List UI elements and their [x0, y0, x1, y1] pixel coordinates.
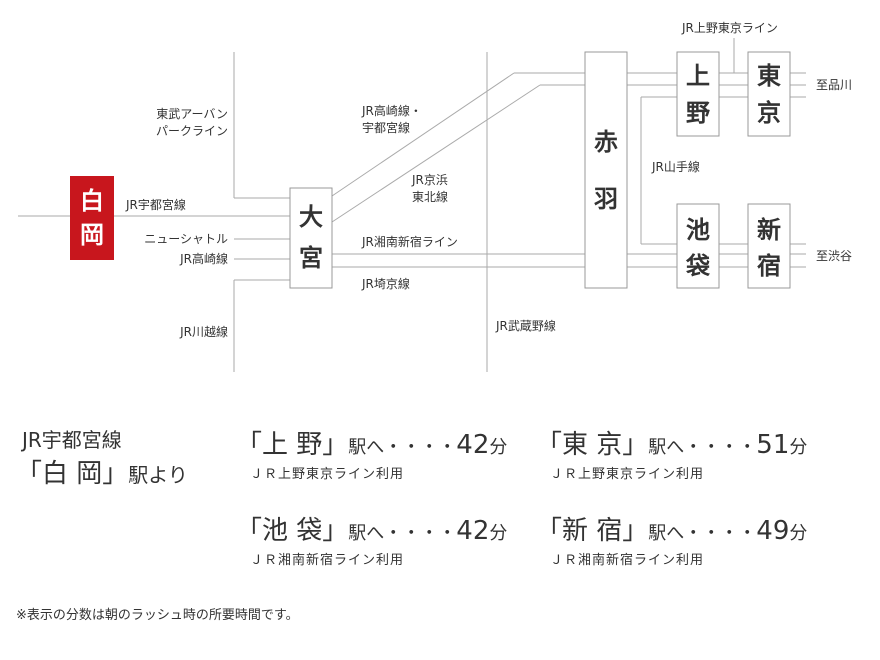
label-tobu-1: 東武アーバン [156, 107, 228, 121]
via-ikebukuro: ＪＲ湘南新宿ライン利用 [250, 553, 405, 568]
svg-text:上: 上 [686, 62, 710, 90]
minutes-tokyo: 51 [756, 430, 790, 460]
label-to-shibuya: 至渋谷 [816, 249, 852, 263]
station-tokyo[interactable]: 東 京 [747, 51, 791, 137]
origin-station-name: 白 岡 [42, 459, 103, 489]
minutes-shinjuku: 49 [756, 516, 790, 546]
footnote: ※表示の分数は朝のラッシュ時の所要時間です。 [16, 608, 299, 623]
destination-ueno: 「上 野」駅へ・・・・42分 ＪＲ上野東京ライン利用 [236, 430, 508, 482]
label-utsunomiya: JR宇都宮線 [125, 197, 186, 212]
svg-text:宿: 宿 [757, 252, 781, 280]
svg-text:岡: 岡 [80, 221, 104, 249]
via-ueno: ＪＲ上野東京ライン利用 [250, 467, 405, 482]
svg-text:赤: 赤 [594, 128, 618, 156]
label-tobu-2: パークライン [156, 124, 228, 138]
origin-station: 「白 岡」駅より [16, 459, 188, 489]
svg-text:宮: 宮 [299, 244, 323, 272]
origin-line: JR宇都宮線 [22, 428, 122, 452]
via-tokyo: ＪＲ上野東京ライン利用 [550, 467, 705, 482]
minutes-ueno: 42 [456, 430, 490, 460]
station-omiya[interactable]: 大 宮 [289, 187, 333, 289]
label-to-shinagawa: 至品川 [816, 78, 852, 92]
svg-text:白: 白 [80, 187, 104, 215]
svg-text:大: 大 [299, 203, 323, 231]
destination-ikebukuro: 「池 袋」駅へ・・・・42分 ＪＲ湘南新宿ライン利用 [236, 516, 508, 568]
station-shinjuku[interactable]: 新 宿 [747, 203, 791, 289]
svg-text:東: 東 [757, 62, 781, 90]
svg-text:羽: 羽 [594, 185, 618, 213]
svg-text:新: 新 [757, 216, 781, 244]
station-ikebukuro[interactable]: 池 袋 [676, 203, 720, 289]
label-takasaki-utsunomiya-2: 宇都宮線 [362, 120, 410, 135]
svg-text:池: 池 [686, 216, 710, 244]
label-takasaki-utsunomiya-1: JR高崎線・ [361, 103, 422, 118]
station-akabane[interactable]: 赤 羽 [584, 51, 628, 289]
route-map: 白 岡 大 宮 赤 羽 上 野 東 京 池 袋 新 宿 東武アーバン パークライ… [18, 21, 852, 372]
label-takasaki: JR高崎線 [179, 251, 228, 266]
minutes-ikebukuro: 42 [456, 516, 490, 546]
shiraoka-highlight-box [70, 176, 114, 260]
station-shiraoka[interactable]: 白 岡 [70, 176, 114, 260]
label-saikyo: JR埼京線 [361, 276, 410, 291]
label-kawagoe: JR川越線 [179, 324, 228, 339]
label-keihin-tohoku-2: 東北線 [412, 189, 448, 204]
label-ueno-tokyo-line: JR上野東京ライン [681, 21, 778, 35]
via-shinjuku: ＪＲ湘南新宿ライン利用 [550, 553, 705, 568]
svg-text:野: 野 [686, 99, 710, 127]
station-ueno[interactable]: 上 野 [676, 51, 720, 137]
label-new-shuttle: ニューシャトル [144, 232, 228, 246]
label-yamanote: JR山手線 [651, 159, 700, 174]
destination-shinjuku: 「新 宿」駅へ・・・・49分 ＪＲ湘南新宿ライン利用 [536, 516, 808, 568]
line-labels: 東武アーバン パークライン JR宇都宮線 ニューシャトル JR高崎線 JR川越線… [125, 21, 852, 339]
label-keihin-tohoku-1: JR京浜 [411, 173, 448, 187]
route-lines [18, 38, 806, 372]
svg-text:袋: 袋 [685, 252, 711, 280]
label-shonan-shinjuku: JR湘南新宿ライン [361, 234, 458, 249]
label-musashino: JR武蔵野線 [495, 318, 556, 333]
destination-tokyo: 「東 京」駅へ・・・・51分 ＪＲ上野東京ライン利用 [536, 430, 808, 482]
svg-text:京: 京 [757, 99, 781, 127]
